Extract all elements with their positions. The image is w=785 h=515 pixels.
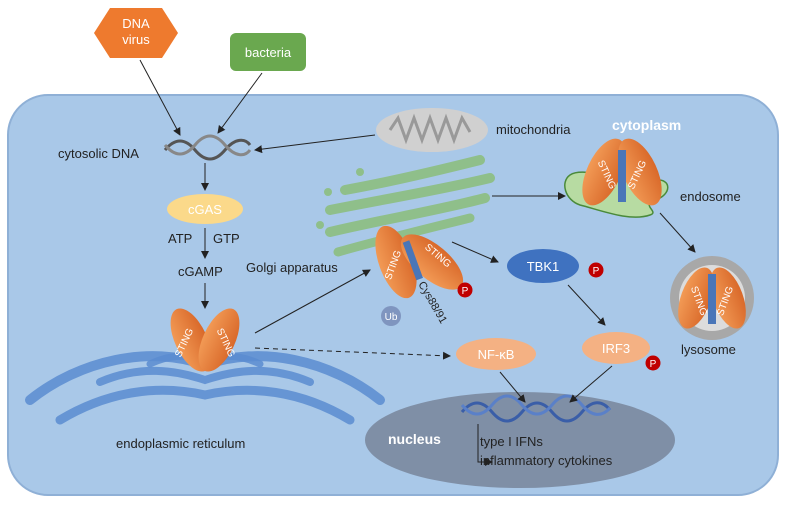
- cytosolic-dna-label: cytosolic DNA: [58, 146, 139, 161]
- arrow-nfkb-nucleus: [499, 371, 526, 403]
- type1-ifns-label: type I IFNs: [480, 434, 543, 449]
- bacteria-node: bacteria: [230, 33, 306, 71]
- phospho-irf3-label: P: [650, 359, 657, 370]
- mitochondria-label: mitochondria: [496, 122, 571, 137]
- sting-endosome: STING STING: [582, 138, 662, 206]
- irf3-node: [582, 332, 650, 364]
- golgi-label: Golgi apparatus: [246, 260, 338, 275]
- endosome-label: endosome: [680, 189, 741, 204]
- sting-lysosome: STING STING: [678, 267, 746, 329]
- inflammatory-label: inflammatory cytokines: [480, 453, 613, 468]
- arrow-er-nfkb: [254, 347, 451, 360]
- er-label: endoplasmic reticulum: [116, 436, 245, 451]
- sting-er: STING STING: [162, 302, 248, 378]
- ub-label: Ub: [385, 312, 398, 323]
- arrow-virus-dna: [139, 59, 181, 136]
- nfkb-label: NF-κB: [478, 347, 515, 362]
- transcription-arrow: [477, 424, 493, 466]
- nuclear-dna-helix: [460, 394, 612, 423]
- phospho-golgi: [457, 282, 473, 298]
- nucleus-label: nucleus: [388, 431, 441, 447]
- irf3-label: IRF3: [602, 341, 630, 356]
- bacteria-label: bacteria: [245, 45, 292, 60]
- lysosome-label: lysosome: [681, 342, 736, 357]
- cgas-label: cGAS: [188, 202, 222, 217]
- arrow-tbk1-irf3: [567, 284, 606, 326]
- cgas-node: [167, 194, 243, 224]
- phospho-irf3: [645, 355, 661, 371]
- cytoplasm-label: cytoplasm: [612, 117, 681, 133]
- arrow-irf3-nucleus: [569, 365, 613, 403]
- atp-label: ATP: [168, 231, 192, 246]
- phospho-golgi-label: P: [462, 286, 469, 297]
- dna-virus-label-2: virus: [122, 32, 150, 47]
- tbk1-label: TBK1: [527, 259, 560, 274]
- cgamp-label: cGAMP: [178, 264, 223, 279]
- arrow-endosome-lysosome: [659, 212, 696, 253]
- gtp-label: GTP: [213, 231, 240, 246]
- phospho-tbk1: [588, 262, 604, 278]
- dna-virus-node: DNA virus: [94, 8, 178, 58]
- arrow-golgi-tbk1: [451, 241, 499, 263]
- ub-badge: [381, 306, 401, 326]
- arrow-mito-dna: [254, 134, 376, 154]
- arrow-bacteria-dna: [217, 72, 263, 134]
- phospho-tbk1-label: P: [593, 266, 600, 277]
- cytosolic-dna-helix: [163, 134, 252, 161]
- golgi-apparatus: [316, 155, 495, 257]
- tbk1-node: [507, 249, 579, 283]
- nfkb-node: [456, 338, 536, 370]
- dna-virus-label-1: DNA: [122, 16, 150, 31]
- mitochondria-node: [376, 108, 488, 152]
- nucleus: [365, 392, 675, 488]
- arrow-er-golgi: [254, 269, 371, 334]
